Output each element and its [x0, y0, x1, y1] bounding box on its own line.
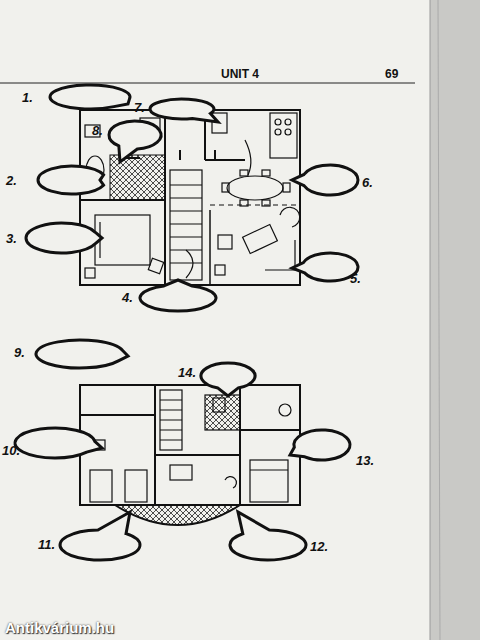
- callout-balloon: [60, 512, 140, 560]
- callout-number: 8.: [92, 124, 103, 137]
- watermark: Antikvárium.hu: [5, 620, 114, 635]
- callout-number: 10.: [2, 444, 20, 457]
- callout-balloon: [15, 428, 102, 458]
- callout-number: 6.: [362, 176, 373, 189]
- callout-balloon: [230, 512, 306, 560]
- callout-number: 3.: [6, 232, 17, 245]
- callout-balloon: [36, 340, 128, 368]
- callout-balloon: [290, 430, 350, 460]
- callout-number: 9.: [14, 346, 25, 359]
- page-header: UNIT 4: [221, 68, 259, 80]
- page-number: 69: [385, 68, 398, 80]
- callout-number: 2.: [6, 174, 17, 187]
- callout-number: 5.: [350, 272, 361, 285]
- callout-balloon: [109, 121, 161, 162]
- callout-number: 11.: [38, 538, 55, 551]
- callout-balloon: [140, 280, 216, 311]
- callout-balloon: [292, 165, 358, 195]
- callout-balloon: [26, 223, 102, 253]
- callout-balloon: [201, 363, 255, 396]
- callout-balloon: [50, 85, 130, 109]
- callout-number: 12.: [310, 540, 328, 553]
- callout-number: 13.: [356, 454, 374, 467]
- callout-balloon: [292, 253, 358, 281]
- callout-balloon: [150, 99, 218, 122]
- callout-number: 4.: [122, 291, 133, 304]
- callout-number: 7.: [134, 101, 145, 114]
- callout-number: 1.: [22, 91, 33, 104]
- callout-balloon: [38, 166, 104, 194]
- callout-number: 14.: [178, 366, 196, 379]
